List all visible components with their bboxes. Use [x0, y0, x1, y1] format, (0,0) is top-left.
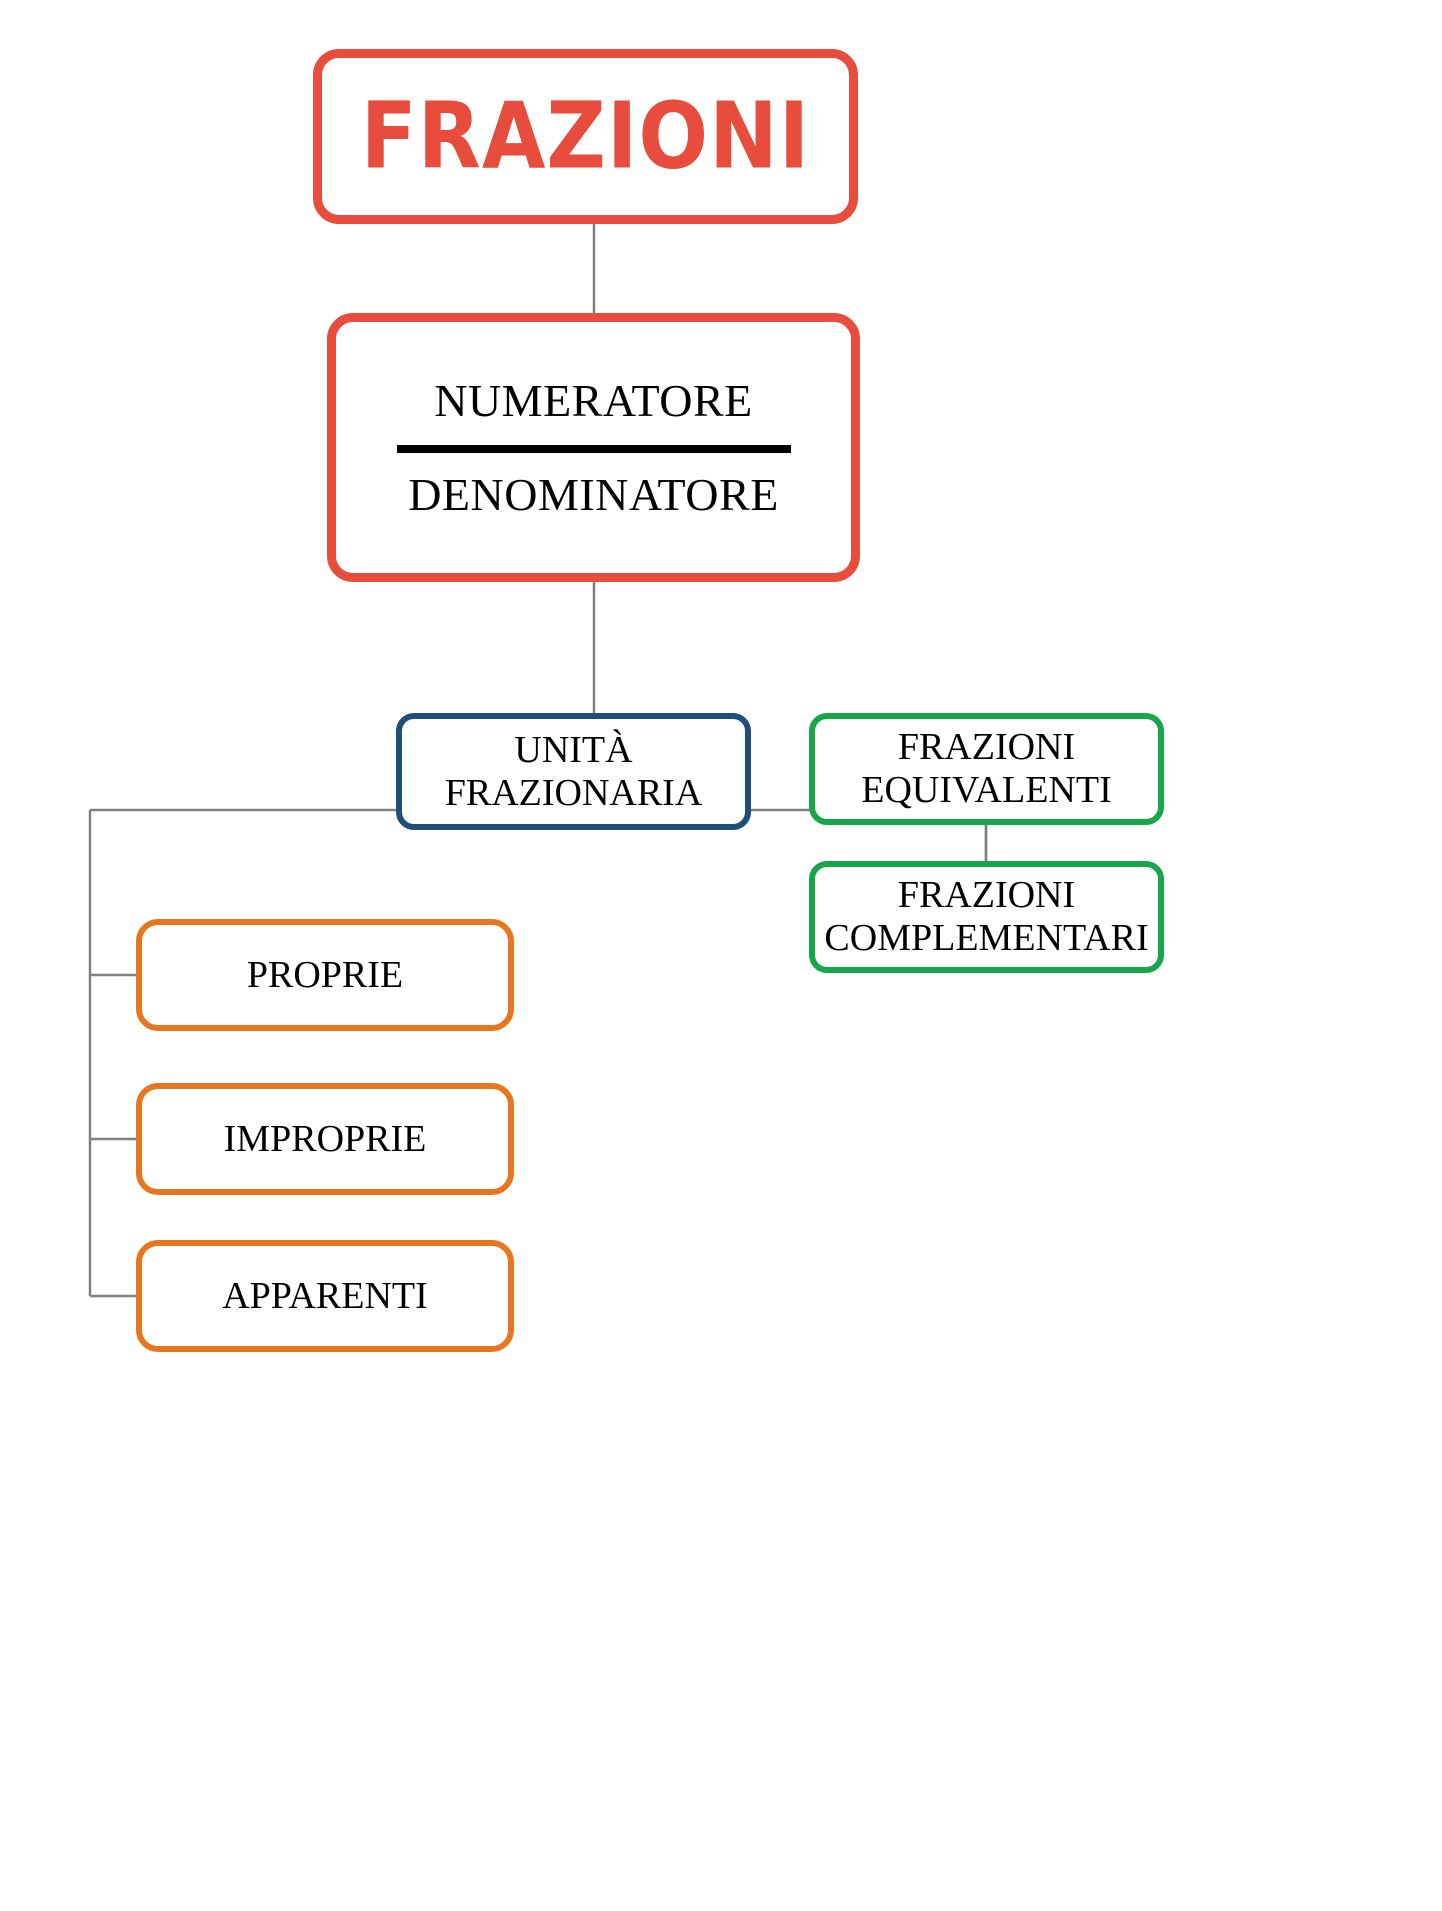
frazioni-equivalenti-label: FRAZIONI EQUIVALENTI: [861, 726, 1112, 811]
frazioni-complementari-label: FRAZIONI COMPLEMENTARI: [824, 874, 1149, 959]
fraction-bar: [396, 444, 791, 453]
numerator-label: NUMERATORE: [434, 374, 753, 426]
node-frazioni-complementari[interactable]: FRAZIONI COMPLEMENTARI: [809, 861, 1164, 973]
node-fraction-definition[interactable]: NUMERATORE DENOMINATORE: [327, 313, 860, 582]
node-proprie[interactable]: PROPRIE: [136, 919, 514, 1031]
node-apparenti[interactable]: APPARENTI: [136, 1240, 514, 1352]
improprie-label: IMPROPRIE: [223, 1117, 427, 1160]
node-frazioni-title[interactable]: FRAZIONI: [313, 49, 858, 224]
title-label: FRAZIONI: [360, 82, 811, 190]
node-improprie[interactable]: IMPROPRIE: [136, 1083, 514, 1195]
unita-frazionaria-label: UNITÀ FRAZIONARIA: [444, 728, 703, 814]
node-frazioni-equivalenti[interactable]: FRAZIONI EQUIVALENTI: [809, 713, 1164, 825]
fraction-stack: NUMERATORE DENOMINATORE: [396, 374, 791, 520]
proprie-label: PROPRIE: [246, 953, 404, 996]
denominator-label: DENOMINATORE: [408, 468, 779, 520]
node-unita-frazionaria[interactable]: UNITÀ FRAZIONARIA: [396, 713, 751, 830]
apparenti-label: APPARENTI: [222, 1274, 428, 1317]
